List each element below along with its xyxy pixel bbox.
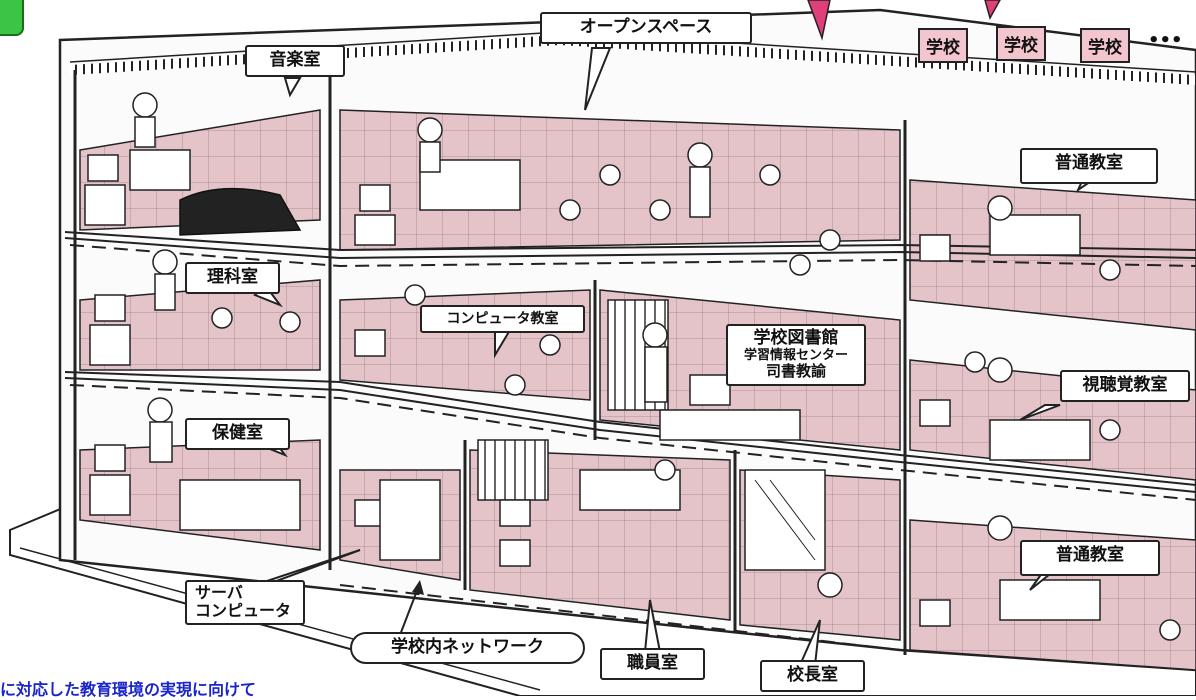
label-music-room: 音楽室	[245, 45, 345, 77]
library-title: 学校図書館	[753, 328, 839, 348]
label-school-network: 学校内ネットワーク	[350, 632, 585, 664]
bottom-caption: に対応した教育環境の実現に向けて	[0, 680, 257, 699]
label-computer-room: コンピュータ教室	[420, 305, 585, 334]
school-tags-more: •••	[1148, 30, 1183, 51]
people	[132, 92, 1181, 641]
staff-room-lockers	[477, 439, 549, 501]
school-tag-1: 学校	[918, 28, 968, 63]
computers	[84, 149, 1101, 627]
label-science-room: 理科室	[185, 262, 280, 294]
server-line1: サーバ	[195, 583, 243, 602]
pink-arrow-left	[807, 0, 831, 41]
label-library: 学校図書館 学習情報センター 司書教諭	[726, 324, 866, 386]
label-staff-room: 職員室	[600, 648, 705, 680]
corner-tab	[0, 0, 24, 36]
label-open-space: オープンスペース	[540, 12, 752, 44]
pink-arrow-right	[984, 0, 1001, 20]
server-line2: コンピュータ	[195, 601, 292, 621]
library-sub2: 司書教諭	[765, 362, 826, 381]
library-sub1: 学習情報センター	[743, 347, 848, 363]
label-av-room: 視聴覚教室	[1060, 370, 1190, 402]
school-tag-3: 学校	[1080, 28, 1130, 63]
network-arrow	[399, 587, 419, 636]
school-tag-2: 学校	[996, 26, 1046, 61]
piano	[179, 187, 302, 236]
label-nurse-room: 保健室	[185, 418, 290, 450]
label-principal-room: 校長室	[760, 660, 865, 692]
label-regular-classroom-bottom: 普通教室	[1020, 540, 1160, 576]
label-regular-classroom-top: 普通教室	[1020, 148, 1158, 184]
open-space-floor	[339, 109, 901, 251]
label-server: サーバ コンピュータ	[185, 580, 305, 625]
bed	[179, 479, 301, 531]
